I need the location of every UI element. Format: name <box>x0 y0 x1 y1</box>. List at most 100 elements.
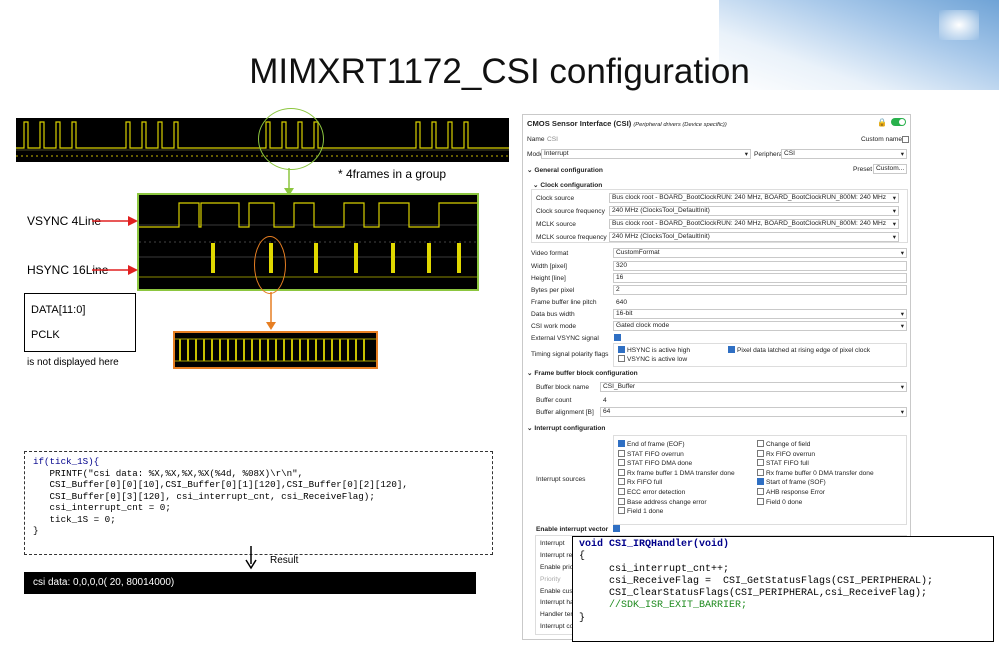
custom-name-label: Custom name <box>861 136 903 143</box>
isr-line: CSI_ClearStatusFlags(CSI_PERIPHERAL,csi_… <box>579 588 928 600</box>
int-checkbox[interactable] <box>757 478 764 486</box>
video-format-label: Video format <box>531 250 569 257</box>
clock-config-box <box>531 189 908 243</box>
int-label: ECC error detection <box>627 488 686 496</box>
int-checkbox[interactable] <box>757 459 764 467</box>
zoom-circle-green <box>258 108 324 170</box>
int-checkbox[interactable] <box>618 487 625 495</box>
int-checkbox[interactable] <box>618 440 625 447</box>
fb-align-label: Buffer alignment [B] <box>536 409 594 416</box>
clock-config-header[interactable]: ⌄ Clock configuration <box>533 182 603 189</box>
fb-align-select[interactable]: 64▾ <box>600 407 907 417</box>
int-checkbox[interactable] <box>757 468 764 476</box>
general-config-header[interactable]: ⌄ General configuration <box>527 167 603 174</box>
int-checkbox[interactable] <box>757 449 764 457</box>
console-output-text: csi data: 0,0,0,0( 20, 80014000) <box>33 577 175 588</box>
int-item[interactable]: Rx FIFO overrun <box>757 449 874 460</box>
mclk-freq-select[interactable]: 240 MHz (ClocksTool_DefaultInit)▾ <box>609 232 899 242</box>
partial-row: Interrupt <box>540 540 565 547</box>
int-checkbox[interactable] <box>757 497 764 505</box>
work-mode-value: Gated clock mode <box>616 322 670 329</box>
int-config-header[interactable]: ⌄ Interrupt configuration <box>527 425 606 432</box>
int-checkbox[interactable] <box>618 459 625 467</box>
int-checkbox[interactable] <box>757 487 764 495</box>
pixel-latch-flag[interactable]: Pixel data latched at rising edge of pix… <box>728 346 870 354</box>
int-item[interactable]: ECC error detection <box>618 487 735 498</box>
peripheral-select[interactable]: CSI▾ <box>781 149 907 159</box>
data-pclk-box: DATA[11:0] PCLK <box>24 293 136 352</box>
int-item[interactable]: Field 1 done <box>618 507 735 517</box>
fb-config-title: Frame buffer block configuration <box>534 370 638 377</box>
int-label: STAT FIFO full <box>766 460 809 468</box>
width-input[interactable]: 320 <box>613 261 907 271</box>
clock-freq-select[interactable]: 240 MHz (ClocksTool_DefaultInit)▾ <box>609 206 899 216</box>
data-bus-width-select[interactable]: 16-bit▾ <box>613 309 907 319</box>
work-mode-select[interactable]: Gated clock mode▾ <box>613 321 907 331</box>
int-item[interactable]: STAT FIFO overrun <box>618 449 735 460</box>
clock-source-select[interactable]: Bus clock root - BOARD_BootClockRUN: 240… <box>609 193 899 203</box>
mode-select-value: Interrupt <box>544 150 569 157</box>
timing-label: Timing signal polarity flags <box>531 351 609 358</box>
int-item[interactable]: AHB response Error <box>757 487 874 498</box>
int-item[interactable]: STAT FIFO DMA done <box>618 459 735 469</box>
frames-note: * 4frames in a group <box>338 167 447 181</box>
enable-toggle[interactable] <box>891 118 906 126</box>
mode-label: Mode <box>527 151 544 158</box>
isr-code-box: void CSI_IRQHandler(void){ csi_interrupt… <box>572 536 994 642</box>
vsync-flag[interactable]: VSYNC is active low <box>618 355 687 363</box>
hsync-flag-label: HSYNC is active high <box>627 347 691 354</box>
bytes-per-pixel-input[interactable]: 2 <box>613 285 907 295</box>
int-checkbox[interactable] <box>618 507 625 515</box>
int-checkbox[interactable] <box>618 478 625 486</box>
preset-select-value: Custom... <box>876 165 905 172</box>
int-item[interactable]: Field 0 done <box>757 497 874 508</box>
int-item[interactable]: Change of field <box>757 440 874 450</box>
mclk-source-select[interactable]: Bus clock root - BOARD_BootClockRUN: 240… <box>609 219 899 229</box>
hsync-flag-checkbox[interactable] <box>618 346 625 353</box>
name-value[interactable]: CSI <box>547 136 558 143</box>
code-line: } <box>33 525 39 536</box>
hsync-flag[interactable]: HSYNC is active high <box>618 346 690 354</box>
int-checkbox[interactable] <box>757 440 764 447</box>
int-item[interactable]: Start of frame (SOF) <box>757 478 874 488</box>
code-line: if(tick_1S){ <box>33 456 100 467</box>
int-item[interactable]: End of frame (EOF) <box>618 440 735 450</box>
fb-config-header[interactable]: ⌄ Frame buffer block configuration <box>527 370 638 377</box>
int-checkbox[interactable] <box>618 497 625 505</box>
enable-vector-checkbox[interactable] <box>613 525 620 532</box>
bytes-per-pixel-label: Bytes per pixel <box>531 287 575 294</box>
panel-header: CMOS Sensor Interface (CSI) (Peripheral … <box>527 119 727 128</box>
isr-line: //SDK_ISR_EXIT_BARRIER; <box>579 600 748 612</box>
chevron-down-icon: ▾ <box>892 195 896 202</box>
scope-detail-frame <box>173 331 378 369</box>
int-label: Rx frame buffer 1 DMA transfer done <box>627 469 735 477</box>
pclk-label: PCLK <box>31 329 60 341</box>
peripheral-select-value: CSI <box>784 150 795 157</box>
int-item[interactable]: Rx frame buffer 1 DMA transfer done <box>618 468 735 479</box>
int-checkbox[interactable] <box>618 449 625 457</box>
slide-title: MIMXRT1172_CSI configuration <box>249 52 750 91</box>
int-label: Rx FIFO full <box>627 479 663 487</box>
custom-name-checkbox[interactable] <box>902 136 909 143</box>
vsync-flag-checkbox[interactable] <box>618 355 625 362</box>
fb-name-select[interactable]: CSI_Buffer▾ <box>600 382 907 392</box>
code-line: csi_interrupt_cnt = 0; <box>33 502 171 513</box>
lock-icon[interactable]: 🔒 <box>877 118 887 127</box>
preset-select[interactable]: Custom... <box>873 164 907 174</box>
preset-label: Preset <box>853 166 873 173</box>
clock-source-label: Clock source <box>536 195 575 202</box>
mode-select[interactable]: Interrupt ▾ <box>541 149 751 159</box>
int-item[interactable]: Rx FIFO full <box>618 478 735 488</box>
ext-vsync-checkbox[interactable] <box>614 334 621 341</box>
int-item[interactable]: STAT FIFO full <box>757 459 874 469</box>
int-item[interactable]: Rx frame buffer 0 DMA transfer done <box>757 468 874 479</box>
arrow-down-result <box>245 546 257 570</box>
video-format-select[interactable]: CustomFormat▾ <box>613 248 907 258</box>
clock-freq-label: Clock source frequency <box>536 208 605 215</box>
chevron-down-icon: ▾ <box>892 234 896 241</box>
int-checkbox[interactable] <box>618 468 625 476</box>
pixel-latch-flag-checkbox[interactable] <box>728 346 735 353</box>
chevron-down-icon: ▾ <box>744 151 748 158</box>
height-input[interactable]: 16 <box>613 273 907 283</box>
int-item[interactable]: Base address change error <box>618 497 735 508</box>
